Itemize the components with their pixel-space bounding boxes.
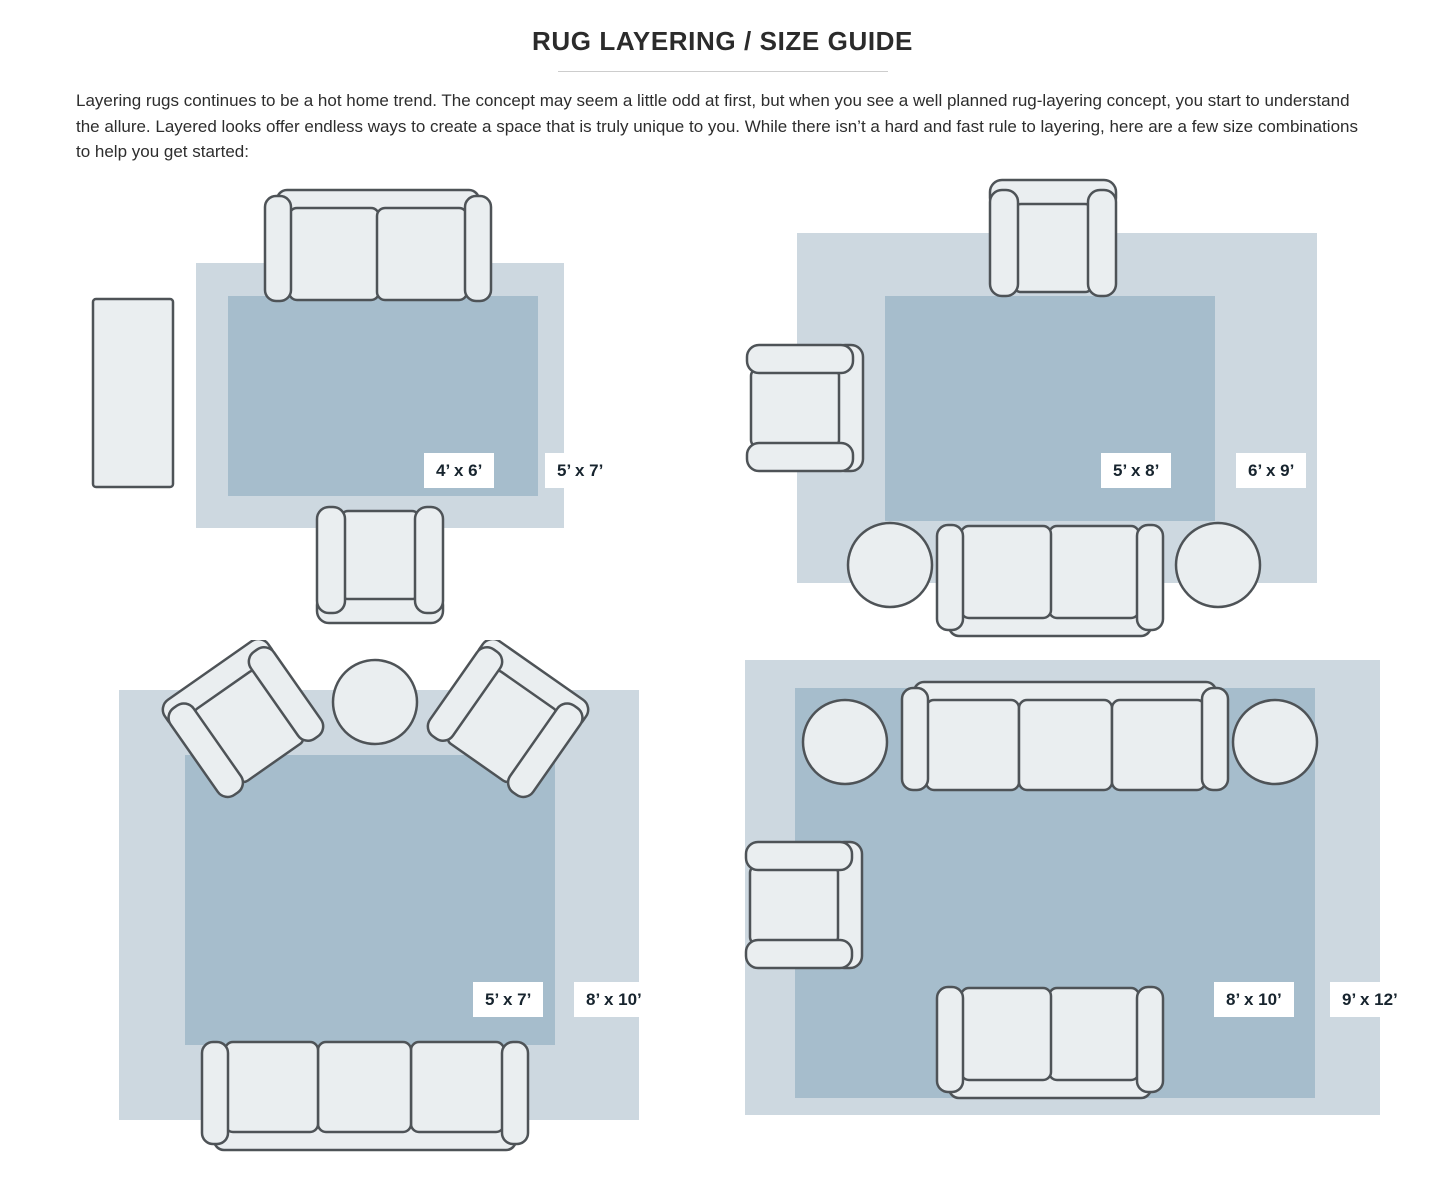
rug-size-label-inner: 5’ x 8’ [1101, 453, 1172, 488]
rug-size-label-inner: 8’ x 10’ [1214, 982, 1294, 1017]
side-table-icon [91, 297, 175, 489]
diagram-bottom-left [100, 640, 680, 1160]
page-title: RUG LAYERING / SIZE GUIDE [532, 26, 913, 56]
round-table-icon [1231, 698, 1319, 786]
sofa-icon [935, 523, 1165, 638]
room-diagram-top-right [745, 178, 1317, 638]
round-table-icon [801, 698, 889, 786]
rug-size-label-outer: 9’ x 12’ [1330, 982, 1410, 1017]
room-diagram-bottom-right [744, 660, 1380, 1115]
rug-size-label-inner: 5’ x 7’ [473, 982, 544, 1017]
armchair-icon [744, 840, 864, 970]
sofa-icon [200, 1040, 530, 1152]
sofa-icon [935, 985, 1165, 1100]
room-diagram-top-left [91, 188, 564, 625]
armchair-icon [315, 505, 445, 625]
armchair-icon [745, 343, 865, 473]
round-table-icon [331, 658, 419, 746]
rug-size-label-inner: 4’ x 6’ [424, 453, 495, 488]
diagram-bottom-right [730, 650, 1430, 1160]
title-divider [557, 71, 888, 72]
armchair-icon [988, 178, 1118, 298]
sofa-icon [263, 188, 493, 303]
sofa-icon [900, 680, 1230, 792]
rug-size-label-outer: 8’ x 10’ [574, 982, 654, 1017]
intro-paragraph: Layering rugs continues to be a hot home… [76, 91, 1358, 161]
round-table-icon [1174, 521, 1262, 609]
rug-size-label-outer: 6’ x 9’ [1236, 453, 1307, 488]
diagram-top-left [70, 170, 670, 650]
room-diagram-bottom-left [119, 640, 639, 1152]
diagram-top-right [740, 170, 1330, 650]
rug-size-label-outer: 5’ x 7’ [545, 453, 616, 488]
round-table-icon [846, 521, 934, 609]
